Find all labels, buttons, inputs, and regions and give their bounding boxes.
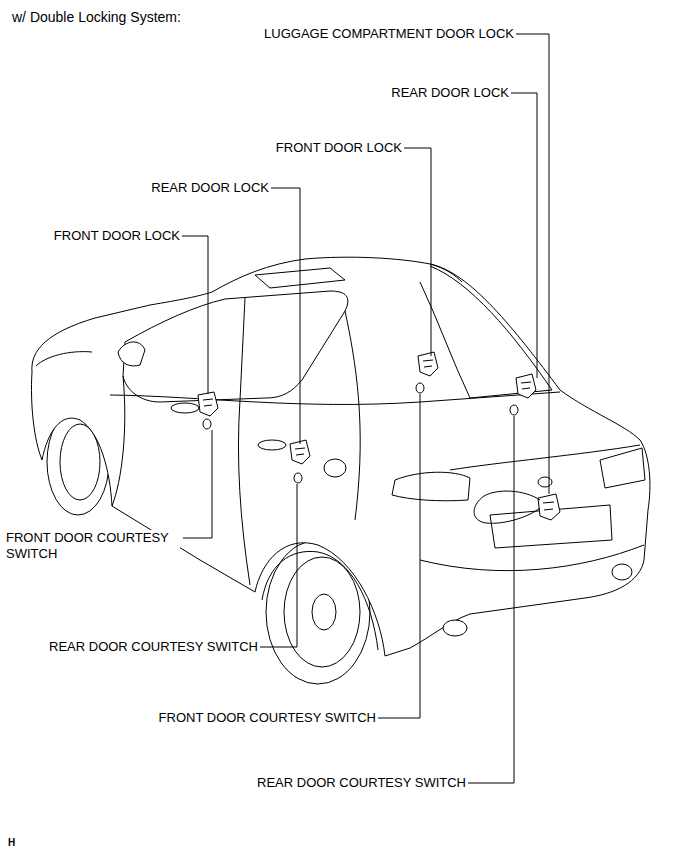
part-label: REAR DOOR COURTESY SWITCH [49, 639, 258, 655]
car-body-shape [171, 403, 199, 413]
lock-parts-shape [203, 419, 211, 429]
lock-parts-shape [510, 405, 518, 415]
leader-lines-shape [182, 236, 208, 394]
part-label: REAR DOOR LOCK [391, 85, 509, 101]
lock-parts-shape [295, 448, 305, 455]
leader-lines-shape [260, 484, 297, 647]
car-body [31, 257, 649, 656]
diagram-title: w/ Double Locking System: [12, 9, 181, 26]
car-body-shape [538, 477, 552, 487]
car-body-shape [420, 545, 644, 571]
part-label: FRONT DOOR COURTESY SWITCH [159, 710, 376, 726]
leader-lines-shape [511, 93, 537, 378]
car-body-shape [392, 472, 470, 501]
lock-parts [198, 352, 560, 523]
car-body-shape [36, 352, 92, 366]
lock-parts-shape [538, 494, 560, 520]
part-label: FRONT DOOR LOCK [54, 228, 180, 244]
leader-lines-shape [404, 148, 431, 356]
car-body-shape [258, 440, 286, 450]
car-body-shape [240, 298, 245, 400]
part-label: REAR DOOR COURTESY SWITCH [257, 775, 466, 791]
part-label: REAR DOOR LOCK [151, 180, 269, 196]
lock-parts-shape [516, 374, 536, 398]
car-body-shape [443, 620, 467, 636]
car-wheels-shape [312, 594, 336, 630]
leader-lines-shape [468, 416, 514, 783]
lock-parts-shape [521, 382, 531, 389]
car-body-shape [118, 342, 145, 366]
leader-lines-shape [378, 394, 420, 718]
lock-parts-shape [474, 491, 540, 523]
part-label: LUGGAGE COMPARTMENT DOOR LOCK [264, 26, 514, 42]
car-body-shape [123, 291, 348, 402]
lock-parts-shape [203, 399, 213, 406]
lock-parts-shape [418, 352, 438, 376]
car-body-shape [238, 400, 250, 585]
car-body-shape [600, 448, 645, 488]
leader-lines-shape [271, 188, 300, 444]
leader-lines [182, 34, 549, 783]
part-label: FRONT DOOR COURTESY SWITCH [4, 530, 180, 562]
leader-lines-shape [516, 34, 549, 494]
car-body-shape [112, 376, 125, 506]
lock-parts-shape [543, 502, 554, 510]
part-label: FRONT DOOR LOCK [276, 140, 402, 156]
car-body-shape [345, 311, 360, 520]
lock-parts-shape [416, 383, 424, 393]
car-body-shape [31, 257, 649, 656]
car-body-shape [324, 459, 346, 477]
car-body-shape [262, 551, 378, 650]
leader-lines-shape [183, 430, 212, 538]
figure-code: H [8, 836, 15, 849]
lock-parts-shape [294, 473, 302, 483]
car-body-shape [420, 266, 552, 398]
car-body-shape [430, 264, 462, 282]
car-body-shape [612, 564, 632, 580]
lock-parts-shape [198, 392, 218, 416]
car-wheels-shape [284, 557, 360, 667]
lock-parts-shape [423, 360, 433, 367]
car-body-shape [110, 392, 560, 404]
